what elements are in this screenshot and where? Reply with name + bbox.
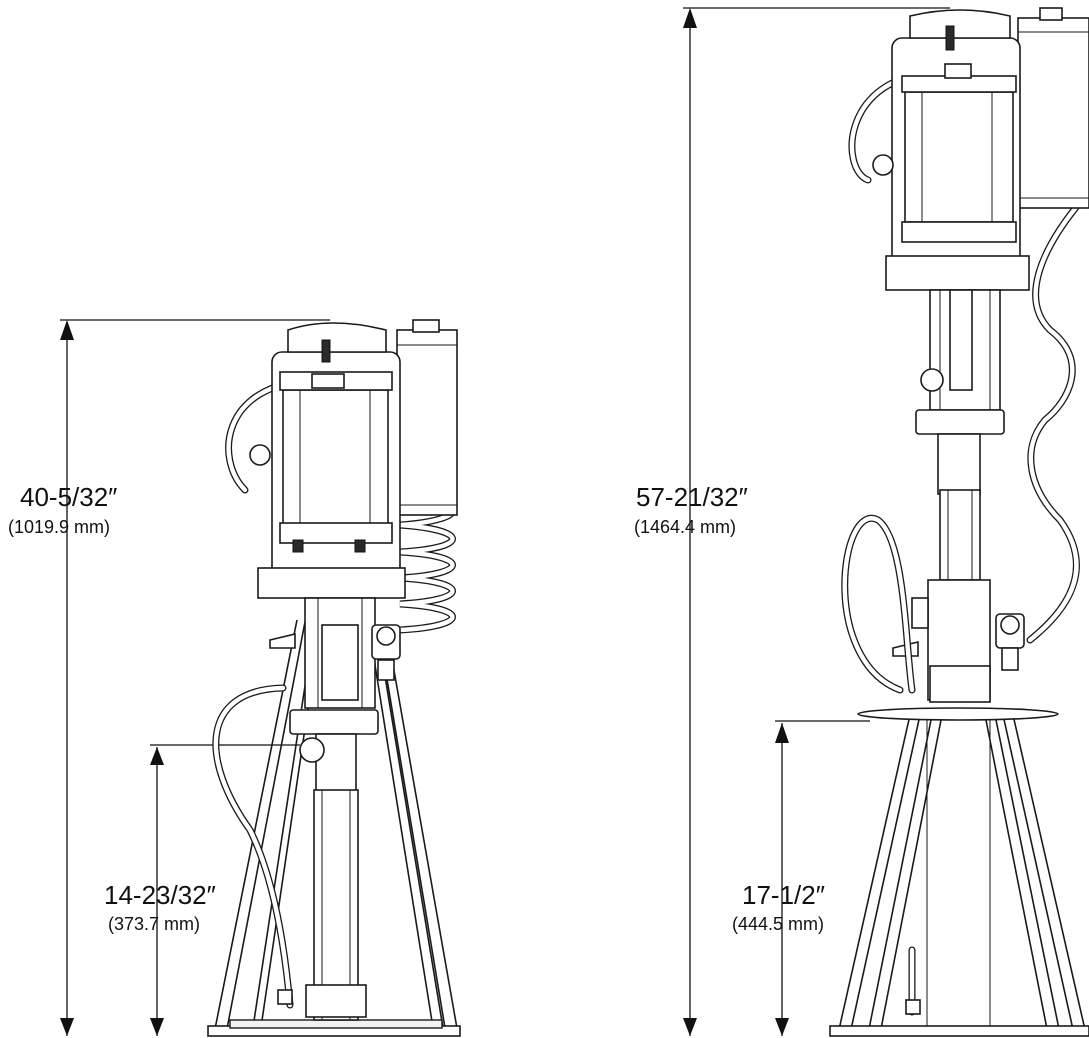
- right-tripod-stand: [829, 707, 1089, 1037]
- left-total-height-metric: (1019.9 mm): [8, 517, 111, 537]
- right-total-height-metric: (1464.4 mm): [634, 517, 737, 537]
- right-filter-canister: [1017, 17, 1089, 209]
- left-base-height-label: 14-23/32″: [104, 880, 216, 910]
- left-air-motor: [249, 322, 406, 599]
- right-base-height-metric: (444.5 mm): [732, 914, 825, 934]
- dimension-lines: [60, 7, 950, 1036]
- left-pump-column: [289, 597, 379, 1021]
- right-pump-column: [915, 289, 1005, 703]
- right-pump-assembly: [829, 7, 1089, 1037]
- left-base-height-metric: (373.7 mm): [108, 914, 201, 934]
- left-total-height-label: 40-5/32″: [20, 482, 118, 512]
- left-coil-hose: [396, 500, 456, 634]
- right-total-height-label: 57-21/32″: [636, 482, 748, 512]
- right-base-height-label: 17-1/2″: [742, 880, 825, 910]
- left-filter-canister: [396, 329, 458, 516]
- left-pump-assembly: [207, 319, 461, 1037]
- right-air-motor: [872, 9, 1030, 291]
- left-regulators: [269, 624, 401, 681]
- left-tripod-stand: [207, 619, 461, 1037]
- right-coil-hose: [1026, 196, 1086, 644]
